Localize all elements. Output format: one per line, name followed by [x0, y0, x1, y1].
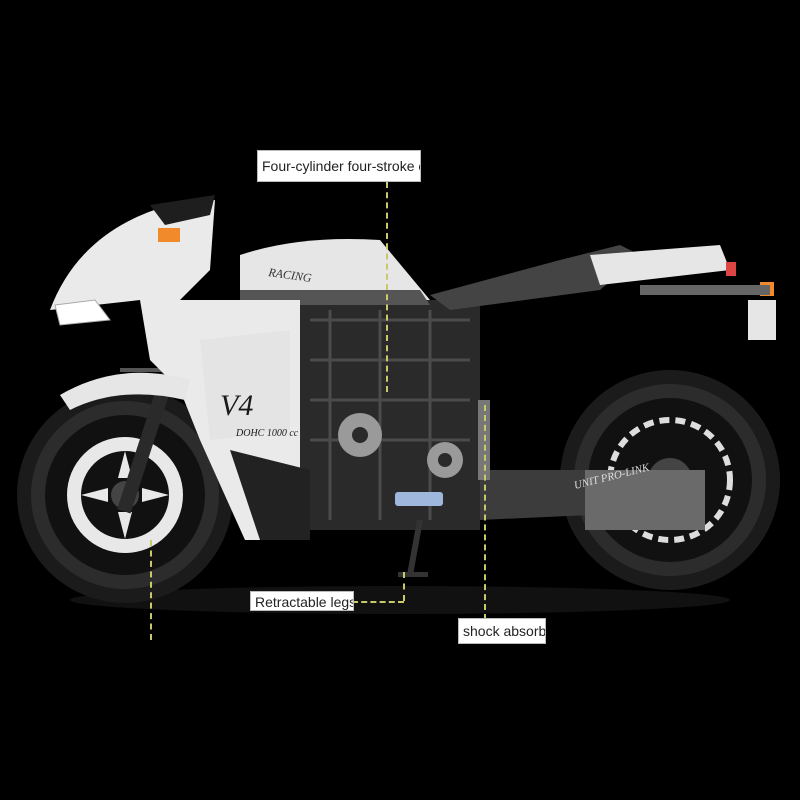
headlight-icon — [54, 299, 111, 326]
leader-legs — [352, 601, 404, 603]
side-fairing: V4 DOHC 1000 cc — [140, 300, 310, 540]
fuel-tank: RACING — [240, 239, 430, 305]
swingarm: UNIT PRO-LINK — [470, 461, 705, 530]
front-mudguard — [60, 372, 190, 410]
legs-callout: Retractable legs — [250, 591, 354, 611]
engine-frame — [300, 300, 480, 530]
gear-icon — [338, 413, 463, 478]
leader-engine — [386, 182, 388, 392]
engine-callout: Four-cylinder four-stroke engine — [257, 150, 421, 182]
shock-callout: shock absorber — [458, 618, 546, 644]
front-fairing — [50, 195, 215, 326]
tank-label: RACING — [267, 265, 313, 285]
leader-front — [150, 540, 152, 640]
engine-spec-label: DOHC 1000 cc — [235, 428, 299, 439]
kickstand — [398, 519, 428, 577]
leader-shock — [484, 405, 486, 620]
leader-legs-v — [403, 572, 405, 601]
model-label: V4 — [220, 389, 253, 422]
tail-section — [430, 245, 776, 340]
